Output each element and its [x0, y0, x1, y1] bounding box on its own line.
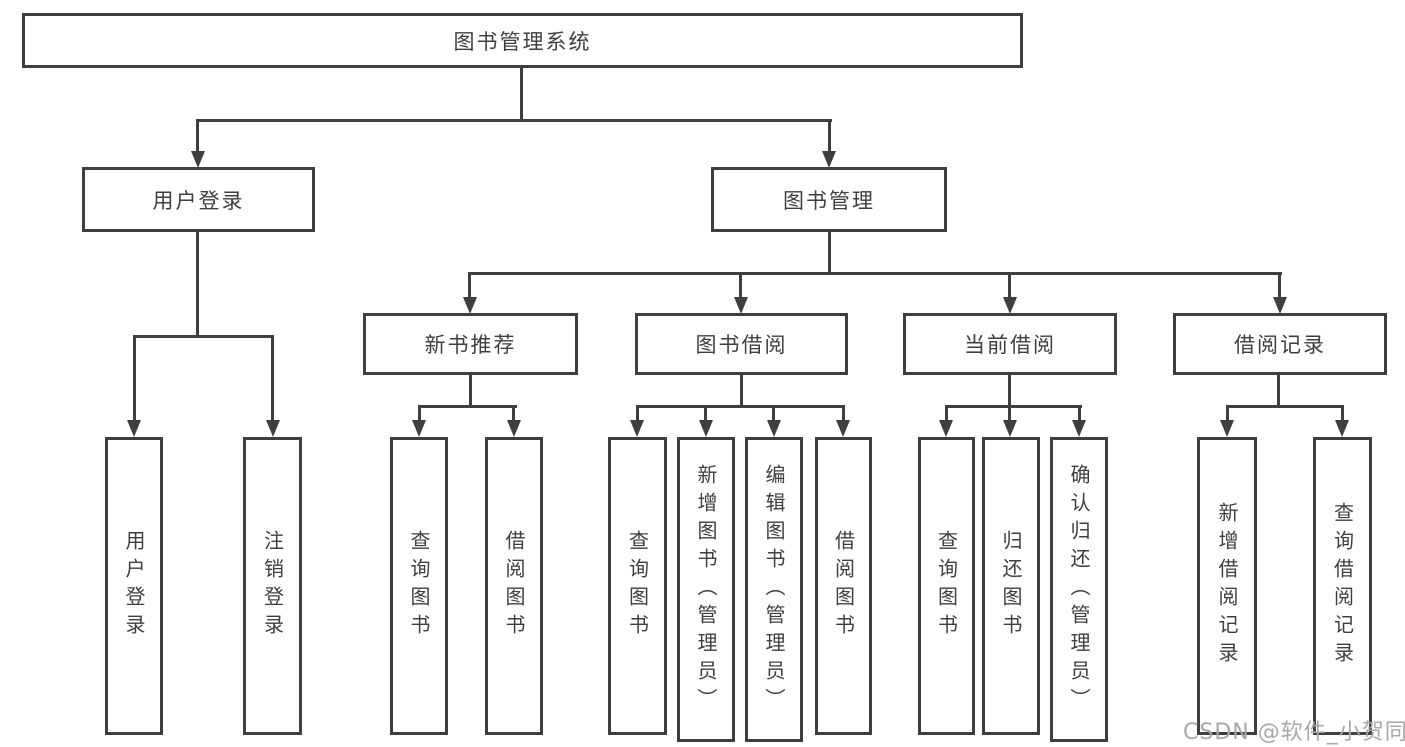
- connector-line: [468, 272, 471, 299]
- connector-line: [1008, 405, 1011, 423]
- connector-line: [196, 232, 199, 338]
- arrowhead-down-icon: [699, 420, 713, 437]
- leaf-current-confirm-admin: 确认归还（管理员）: [1050, 437, 1108, 742]
- node-book-borrowing: 图书借阅: [635, 313, 848, 375]
- arrowhead-down-icon: [734, 297, 748, 314]
- connector-line: [1226, 405, 1229, 423]
- node-book-management: 图书管理: [711, 167, 947, 232]
- leaf-borrowing-query: 查询图书: [608, 437, 667, 735]
- arrowhead-down-icon: [266, 420, 280, 437]
- node-user-login-label: 用户登录: [152, 188, 245, 213]
- arrowhead-down-icon: [412, 420, 426, 437]
- leaf-borrowing-edit-admin-label: 编辑图书（管理员）: [762, 463, 786, 716]
- arrowhead-down-icon: [1273, 297, 1287, 314]
- leaf-user-login: 用户登录: [105, 437, 163, 735]
- arrowhead-down-icon: [630, 420, 644, 437]
- arrowhead-down-icon: [767, 420, 781, 437]
- node-book-management-label: 图书管理: [783, 188, 875, 213]
- connector-line: [196, 119, 832, 122]
- arrowhead-down-icon: [1220, 420, 1234, 437]
- node-new-books-label: 新书推荐: [424, 333, 517, 357]
- leaf-newbooks-query-label: 查询图书: [407, 530, 431, 642]
- connector-line: [636, 405, 845, 408]
- leaf-current-return: 归还图书: [982, 437, 1040, 735]
- leaf-newbooks-borrow: 借阅图书: [485, 437, 543, 735]
- leaf-borrowing-borrow-label: 借阅图书: [831, 530, 856, 642]
- connector-line: [828, 232, 831, 275]
- connector-line: [1277, 375, 1280, 408]
- connector-line: [1278, 272, 1281, 299]
- connector-line: [828, 119, 831, 153]
- leaf-current-confirm-admin-label: 确认归还（管理员）: [1067, 463, 1091, 716]
- connector-line: [739, 272, 742, 299]
- connector-line: [1341, 405, 1344, 423]
- arrowhead-down-icon: [1072, 420, 1086, 437]
- leaf-newbooks-query: 查询图书: [390, 437, 448, 735]
- leaf-borrowing-query-label: 查询图书: [625, 530, 650, 642]
- arrowhead-down-icon: [127, 420, 141, 437]
- node-new-books: 新书推荐: [363, 313, 578, 375]
- leaf-current-query: 查询图书: [918, 437, 975, 735]
- connector-line: [1226, 405, 1344, 408]
- node-current-borrowing: 当前借阅: [903, 313, 1117, 375]
- leaf-current-return-label: 归还图书: [999, 530, 1023, 642]
- leaf-records-add: 新增借阅记录: [1197, 437, 1257, 735]
- arrowhead-down-icon: [822, 151, 836, 168]
- connector-line: [704, 405, 707, 423]
- connector-line: [468, 272, 1282, 275]
- leaf-user-login-label: 用户登录: [122, 530, 146, 642]
- arrowhead-down-icon: [939, 420, 953, 437]
- node-borrowing-records: 借阅记录: [1173, 313, 1387, 375]
- connector-line: [945, 405, 948, 423]
- connector-line: [520, 68, 523, 121]
- node-book-borrowing-label: 图书借阅: [695, 333, 788, 357]
- node-borrowing-records-label: 借阅记录: [1234, 333, 1326, 357]
- connector-line: [772, 405, 775, 423]
- leaf-borrowing-edit-admin: 编辑图书（管理员）: [745, 437, 803, 742]
- connector-line: [512, 405, 515, 423]
- arrowhead-down-icon: [507, 420, 521, 437]
- arrowhead-down-icon: [191, 151, 205, 168]
- arrowhead-down-icon: [1003, 420, 1017, 437]
- watermark: CSDN @软件_小贺同学: [1183, 720, 1405, 745]
- node-user-login: 用户登录: [82, 167, 315, 232]
- connector-line: [1008, 272, 1011, 299]
- leaf-records-add-label: 新增借阅记录: [1215, 502, 1239, 670]
- leaf-borrowing-borrow: 借阅图书: [815, 437, 872, 735]
- connector-line: [469, 375, 472, 408]
- connector-line: [636, 405, 639, 423]
- connector-line: [418, 405, 421, 423]
- leaf-records-query-label: 查询借阅记录: [1330, 502, 1355, 670]
- node-root-label: 图书管理系统: [453, 29, 592, 54]
- arrowhead-down-icon: [1335, 420, 1349, 437]
- leaf-logout: 注销登录: [243, 437, 302, 735]
- connector-line: [133, 335, 136, 423]
- arrowhead-down-icon: [836, 420, 850, 437]
- node-root: 图书管理系统: [22, 13, 1023, 68]
- leaf-newbooks-borrow-label: 借阅图书: [502, 530, 526, 642]
- node-current-borrowing-label: 当前借阅: [964, 333, 1056, 357]
- leaf-current-query-label: 查询图书: [934, 530, 959, 642]
- leaf-logout-label: 注销登录: [260, 530, 285, 642]
- connector-line: [271, 335, 274, 423]
- connector-line: [196, 119, 199, 153]
- connector-line: [740, 375, 743, 408]
- connector-line: [133, 335, 274, 338]
- leaf-borrowing-add-admin-label: 新增图书（管理员）: [694, 463, 718, 716]
- leaf-records-query: 查询借阅记录: [1313, 437, 1372, 735]
- leaf-borrowing-add-admin: 新增图书（管理员）: [677, 437, 735, 742]
- connector-line: [1078, 405, 1081, 423]
- arrowhead-down-icon: [1003, 297, 1017, 314]
- connector-line: [1008, 375, 1011, 408]
- connector-line: [842, 405, 845, 423]
- connector-line: [945, 405, 1082, 408]
- connector-line: [418, 405, 517, 408]
- arrowhead-down-icon: [463, 297, 477, 314]
